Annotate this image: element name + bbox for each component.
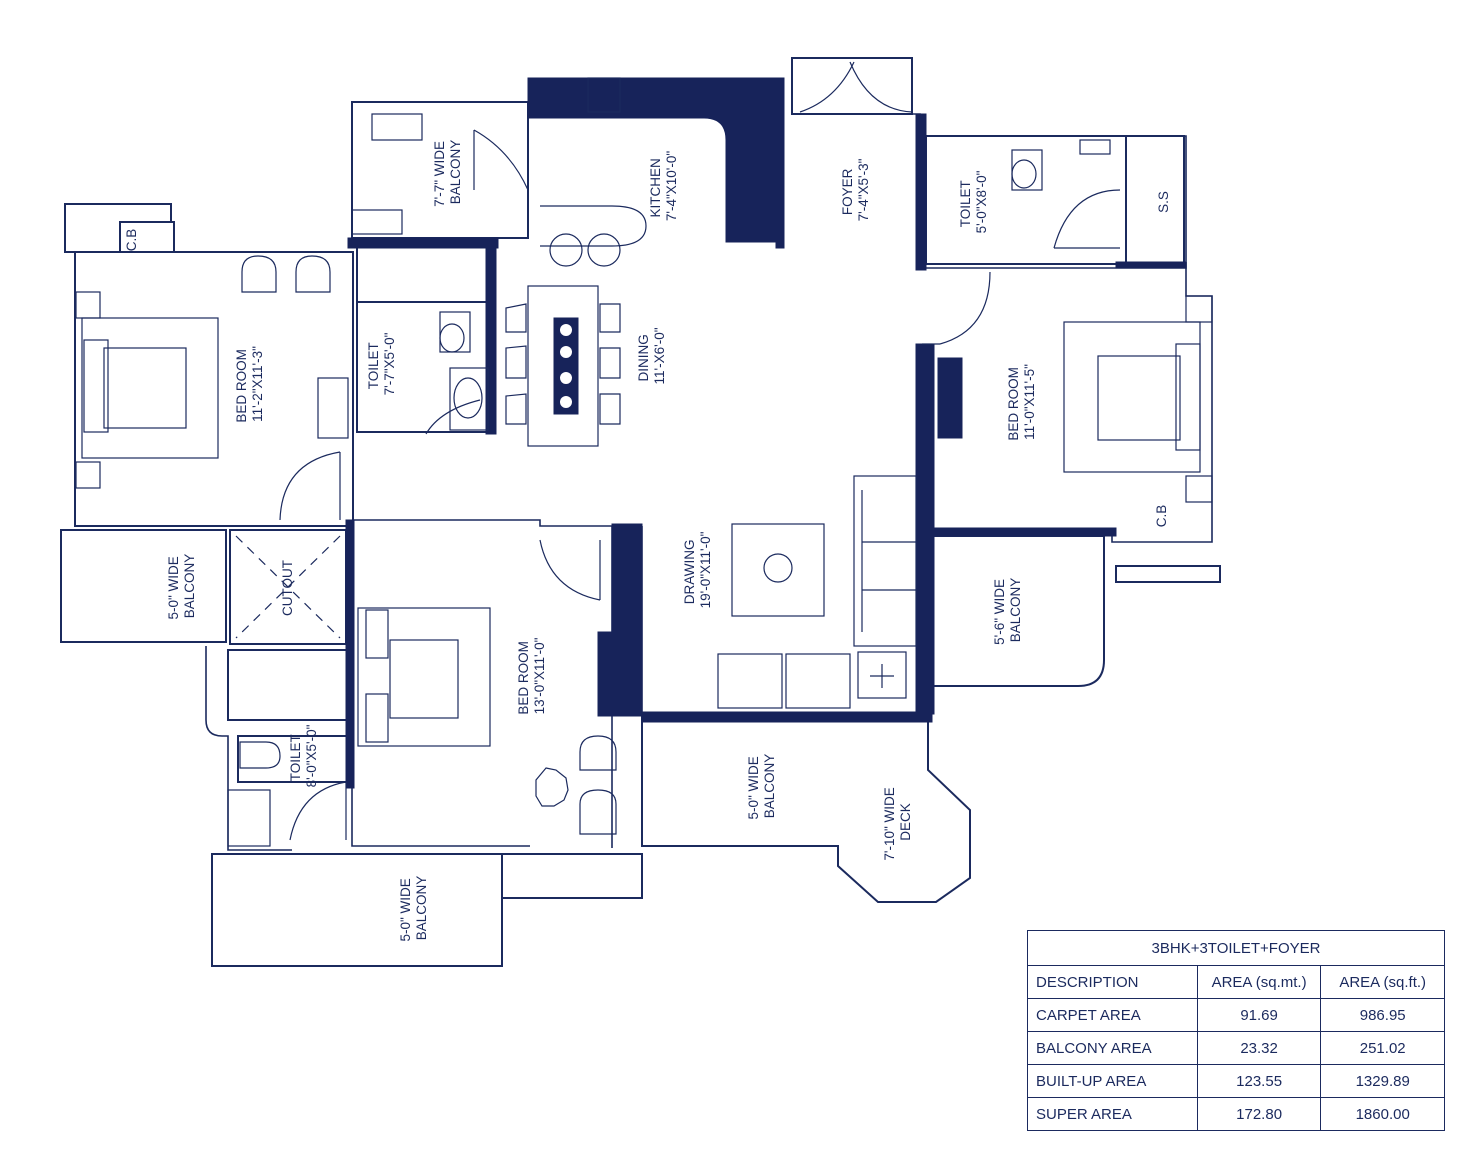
dining-label: DINING [636,334,651,381]
toilet-center-label: TOILET [366,342,381,389]
row-sqft: 1860.00 [1320,1097,1445,1131]
area-table: 3BHK+3TOILET+FOYER DESCRIPTION AREA (sq.… [1027,930,1445,1131]
svg-text:TOILET 5'-0"X8'-0": TOILET 5'-0"X8'-0" [958,170,989,233]
cb-left-label: C.B [124,229,139,252]
drawing-size: 19'-0"X11'-0" [698,531,713,608]
svg-text:CUTOUT: CUTOUT [280,560,295,616]
row-sqmt: 123.55 [1196,1064,1322,1098]
svg-text:KITCHEN 7'-4"X10'-0": KITCHEN 7'-4"X10'-0" [648,151,679,221]
row-description: SUPER AREA [1027,1097,1198,1131]
row-sqft: 986.95 [1320,998,1445,1032]
toilet-center-size: 7'-7"X5'-0" [382,332,397,395]
ss-outline [1125,135,1185,265]
svg-text:DRAWING 19'-0"X11'-0": DRAWING 19'-0"X11'-0" [682,531,713,608]
balcony-top-label-1: 7'-7" WIDE [432,141,447,207]
balcony-bottom-label-2: BALCONY [414,876,429,941]
toilet-bottom-size: 8'-0"X5'-0" [304,724,319,787]
table-row: BALCONY AREA 23.32 251.02 [1027,1031,1445,1065]
toilet-bottom-label: TOILET [288,734,303,781]
deck-label-1: 7'-10" WIDE [882,787,897,860]
balcony-top-outline [351,101,529,239]
toilet-right-label: TOILET [958,180,973,227]
row-sqmt: 23.32 [1196,1031,1322,1065]
svg-text:5-0" WIDE BALCONY: 5-0" WIDE BALCONY [746,752,777,819]
bedroom-right-size: 11'-0"X11'-5" [1022,364,1037,440]
table-row: BUILT-UP AREA 123.55 1329.89 [1027,1064,1445,1098]
cutout-label: CUTOUT [280,560,295,616]
balcony-bottom-outline [211,853,503,967]
ss-label: S.S [1156,191,1171,213]
deck-outline [641,715,971,903]
balcony-right-label-2: BALCONY [1008,578,1023,643]
svg-text:5'-6" WIDE BALCONY: 5'-6" WIDE BALCONY [992,575,1023,645]
deck-label-2: DECK [898,803,913,841]
row-sqmt: 172.80 [1196,1097,1322,1131]
balcony-mid-label-2: BALCONY [762,754,777,819]
bedroom-bottom-label: BED ROOM [516,641,531,715]
svg-text:5-0" WIDE BALCONY: 5-0" WIDE BALCONY [398,874,429,941]
svg-text:BED ROOM 13'-0"X11'-0": BED ROOM 13'-0"X11'-0" [516,637,547,714]
dining-size: 11'-X6'-0" [652,327,667,384]
kitchen-label: KITCHEN [648,158,663,217]
toilet-right-size: 5'-0"X8'-0" [974,170,989,233]
svg-text:C.B: C.B [124,229,139,252]
svg-text:DINING 11'-X6'-0": DINING 11'-X6'-0" [636,327,667,384]
plan-walls [60,57,1221,967]
table-row: SUPER AREA 172.80 1860.00 [1027,1097,1445,1131]
furniture [75,77,1213,847]
svg-text:7'-10" WIDE DECK: 7'-10" WIDE DECK [882,783,913,860]
sofa [853,475,917,647]
bed-bottom [357,607,491,747]
toilet-center-outline [356,299,496,433]
svg-text:TOILET 7'-7"X5'-0": TOILET 7'-7"X5'-0" [366,332,397,395]
svg-text:S.S: S.S [1156,191,1171,213]
header-sqmt: AREA (sq.mt.) [1196,965,1322,999]
row-sqmt: 91.69 [1196,998,1322,1032]
balcony-left-outline [60,529,227,643]
bedroom-left-size: 11'-2"X11'-3" [250,346,265,422]
header-description: DESCRIPTION [1027,965,1198,999]
bedroom-left-label: BED ROOM [234,349,249,423]
drawing-label: DRAWING [682,540,697,605]
area-table-title: 3BHK+3TOILET+FOYER [1027,930,1445,966]
door-swings [279,61,1121,841]
balcony-right-outline [931,535,1105,687]
svg-text:C.B: C.B [1154,505,1169,528]
balcony-left-label-2: BALCONY [182,554,197,619]
svg-text:TOILET 8'-0"X5'-0": TOILET 8'-0"X5'-0" [288,724,319,787]
area-table-header: DESCRIPTION AREA (sq.mt.) AREA (sq.ft.) [1027,965,1445,999]
cb-right-label: C.B [1154,505,1169,528]
balcony-bottom-label-1: 5-0" WIDE [398,878,413,941]
balcony-top-label-2: BALCONY [448,140,463,205]
balcony-left-label-1: 5-0" WIDE [166,556,181,619]
foyer-label: FOYER [840,168,855,215]
header-sqft: AREA (sq.ft.) [1320,965,1445,999]
svg-text:5-0" WIDE BALCONY: 5-0" WIDE BALCONY [166,552,197,619]
row-description: CARPET AREA [1027,998,1198,1032]
bedroom-right-label: BED ROOM [1006,367,1021,441]
toilet-right-outline [925,135,1127,265]
row-sqft: 251.02 [1320,1031,1445,1065]
bed-left [81,317,219,459]
row-description: BUILT-UP AREA [1027,1064,1198,1098]
svg-text:BED ROOM 11'-0"X11'-5": BED ROOM 11'-0"X11'-5" [1006,363,1037,440]
table-row: CARPET AREA 91.69 986.95 [1027,998,1445,1032]
svg-text:7'-7" WIDE BALCONY: 7'-7" WIDE BALCONY [432,137,463,207]
svg-text:FOYER 7'-4"X5'-3": FOYER 7'-4"X5'-3" [840,158,871,221]
balcony-mid-label-1: 5-0" WIDE [746,756,761,819]
center-table [731,523,825,617]
bedroom-left-outline [74,251,354,527]
row-sqft: 1329.89 [1320,1064,1445,1098]
row-description: BALCONY AREA [1027,1031,1198,1065]
kitchen-size: 7'-4"X10'-0" [664,151,679,221]
dining-table [527,285,599,447]
svg-text:BED ROOM 11'-2"X11'-3": BED ROOM 11'-2"X11'-3" [234,345,265,422]
room-labels: 7'-7" WIDE BALCONY KITCHEN 7'-4"X10'-0" … [124,137,1171,942]
foyer-size: 7'-4"X5'-3" [856,158,871,221]
bedroom-bottom-size: 13'-0"X11'-0" [532,637,547,714]
balcony-right-label-1: 5'-6" WIDE [992,579,1007,645]
thick-walls [345,77,1187,789]
